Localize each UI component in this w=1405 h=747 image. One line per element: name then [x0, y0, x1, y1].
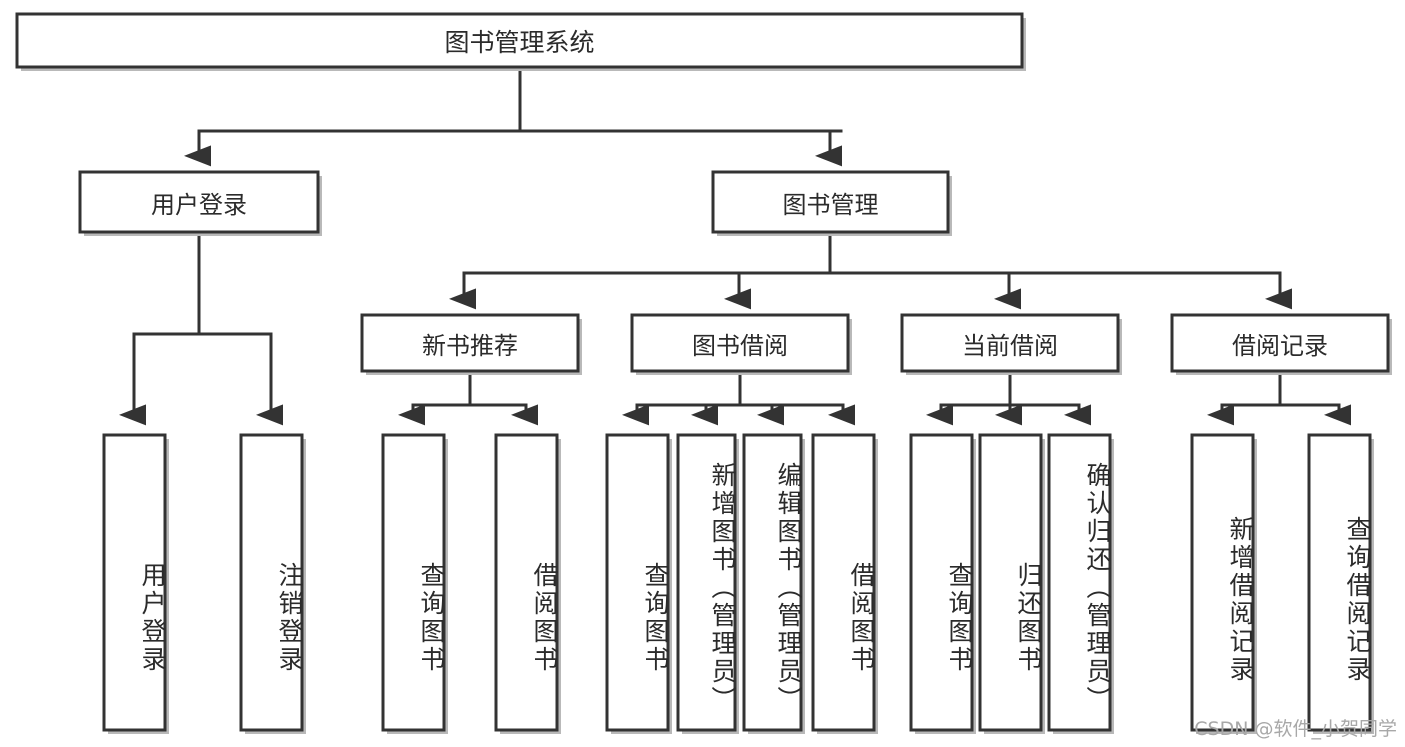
connector-newbook-to-leaves [398, 373, 538, 426]
node-new-book-recommend[interactable] [360, 313, 582, 375]
node-label-current-borrow: 当前借阅 [962, 331, 1058, 360]
connector-root-to-level2 [184, 65, 843, 167]
node-leaf-borrow-book-1[interactable] [494, 433, 561, 734]
node-label-user-login: 用户登录 [151, 190, 247, 219]
connector-bookmanagement-to-level3 [449, 230, 1292, 310]
node-root[interactable] [15, 12, 1026, 71]
node-leaf-query-book-1[interactable] [381, 433, 448, 734]
connector-userlogin-to-leaves [119, 230, 283, 426]
connector-bookborrow-to-leaves [622, 373, 855, 426]
node-leaf-add-record[interactable] [1190, 433, 1257, 734]
node-label-borrow-record: 借阅记录 [1232, 331, 1328, 360]
node-book-management[interactable] [711, 170, 952, 236]
node-leaf-return-book[interactable] [978, 433, 1045, 734]
node-leaf-user-logout[interactable] [239, 433, 306, 734]
node-label-new-book-recommend: 新书推荐 [422, 331, 518, 360]
node-current-borrow[interactable] [900, 313, 1122, 375]
connector-currentborrow-to-leaves [926, 373, 1091, 426]
node-leaf-query-record[interactable] [1307, 433, 1374, 734]
connector-borrowrecord-to-leaves [1207, 373, 1351, 426]
node-label-book-management: 图书管理 [782, 190, 879, 219]
node-label-book-borrow: 图书借阅 [692, 331, 788, 360]
node-user-login[interactable] [78, 170, 322, 236]
node-leaf-query-book-2[interactable] [605, 433, 672, 734]
watermark: CSDN @软件_小贺同学 [1194, 718, 1397, 740]
node-leaf-borrow-book-2[interactable] [811, 433, 878, 734]
node-book-borrow[interactable] [630, 313, 852, 375]
node-leaf-edit-book[interactable] [742, 433, 805, 734]
node-leaf-confirm-return[interactable] [1047, 433, 1114, 734]
node-leaf-add-book[interactable] [676, 433, 739, 734]
node-borrow-record[interactable] [1170, 313, 1392, 375]
node-leaf-user-login[interactable] [102, 433, 169, 734]
node-leaf-query-book-3[interactable] [909, 433, 976, 734]
node-label-root: 图书管理系统 [444, 27, 595, 57]
